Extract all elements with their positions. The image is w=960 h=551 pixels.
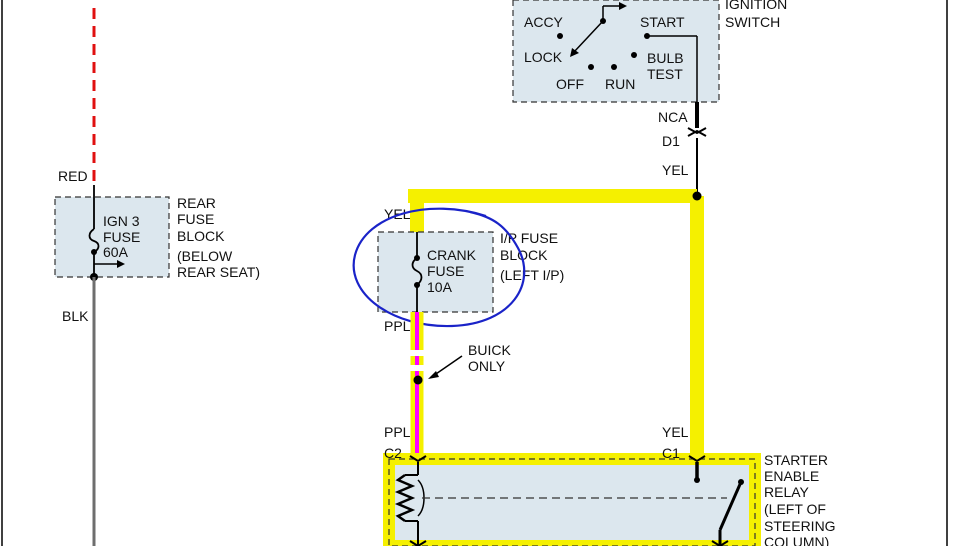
crank-fuse-line3: 10A: [427, 279, 453, 295]
ign-pos-bulb: BULB: [647, 50, 684, 66]
connector-c1-label: C1: [662, 445, 680, 461]
red-wire-label: RED: [58, 168, 88, 184]
relay-title-6: COLUMN): [764, 534, 829, 546]
ignition-switch-title-1: IGNITION: [725, 0, 787, 12]
relay-coil: [394, 473, 416, 523]
hand-drawn-circle: [352, 207, 526, 328]
ip-fuse-block-title-3: (LEFT I/P): [500, 267, 564, 283]
ignition-switch-title-2: SWITCH: [725, 14, 780, 30]
relay-box-highlight: [383, 453, 761, 551]
relay-title-2: ENABLE: [764, 468, 819, 484]
ign-contact-off: [588, 64, 594, 70]
ign-wiper-arrow: [570, 48, 579, 57]
rear-fuse-block-title-5: REAR SEAT): [177, 264, 260, 280]
rear-fuse-block-title-4: (BELOW: [177, 248, 233, 264]
relay-ppl-wire-label: PPL: [384, 424, 411, 440]
buick-note-leader: [432, 355, 463, 377]
ignition-switch-box: [512, 0, 720, 103]
relay-title-1: STARTER: [764, 452, 828, 468]
ip-fuse-block-box: [377, 231, 494, 313]
c1-connector-symbol: [688, 455, 706, 463]
rear-fuse-block-title-1: REAR: [177, 195, 216, 211]
ign-contact-run: [611, 64, 617, 70]
ign-wiper-feed-arrow: [619, 2, 627, 10]
ign-contact-accy: [557, 33, 563, 39]
crank-fuse-symbol: [411, 257, 423, 286]
buick-splice-dot: [413, 375, 423, 385]
crank-fuse-line1: CRANK: [427, 247, 477, 263]
rear-fuse-line3: 60A: [103, 244, 129, 260]
blk-wire-label: BLK: [62, 308, 89, 324]
relay-yel-wire-label: YEL: [662, 424, 689, 440]
relay-switch-contact-top: [694, 477, 700, 483]
connector-nca-label: NCA: [658, 109, 688, 125]
buick-note-line2: ONLY: [468, 358, 506, 374]
nca-connector-symbol: [687, 127, 707, 137]
ign-pos-run: RUN: [605, 76, 635, 92]
c2-connector-symbol: [409, 455, 427, 463]
relay-title-4: (LEFT OF: [764, 501, 826, 517]
rear-fuse-block-title-2: FUSE: [177, 211, 214, 227]
ign-contact-bulb: [631, 52, 637, 58]
ign-pos-off: OFF: [556, 76, 584, 92]
ign-pos-test: TEST: [647, 66, 683, 82]
crank-fuse-line2: FUSE: [427, 263, 464, 279]
relay-title-3: RELAY: [764, 484, 810, 500]
rear-fuse-line1: IGN 3: [103, 213, 140, 229]
rear-fuse-symbol: [88, 228, 100, 253]
relay-title-5: STEERING: [764, 518, 836, 534]
rear-fuse-line2: FUSE: [103, 229, 140, 245]
buick-note-arrow: [428, 371, 439, 379]
ign-pos-accy: ACCY: [524, 14, 564, 30]
rear-fuse-block-title-3: BLOCK: [177, 228, 225, 244]
ip-fuse-block-title-2: BLOCK: [500, 247, 548, 263]
ign-pos-lock: LOCK: [524, 49, 563, 65]
buick-note-line1: BUICK: [468, 342, 511, 358]
crank-fuse-ppl-label: PPL: [384, 318, 411, 334]
yel-splice-dot: [692, 191, 702, 201]
relay-switch-contact-arm: [738, 479, 744, 485]
connector-d1-label: D1: [662, 133, 680, 149]
ign-wiper-arm: [573, 20, 604, 53]
connector-c2-label: C2: [384, 445, 402, 461]
relay-switch-arm: [718, 481, 743, 531]
rear-fuse-tap-arrow: [117, 260, 125, 268]
ign-pos-start: START: [640, 14, 685, 30]
ign-yel-wire-label: YEL: [662, 162, 689, 178]
